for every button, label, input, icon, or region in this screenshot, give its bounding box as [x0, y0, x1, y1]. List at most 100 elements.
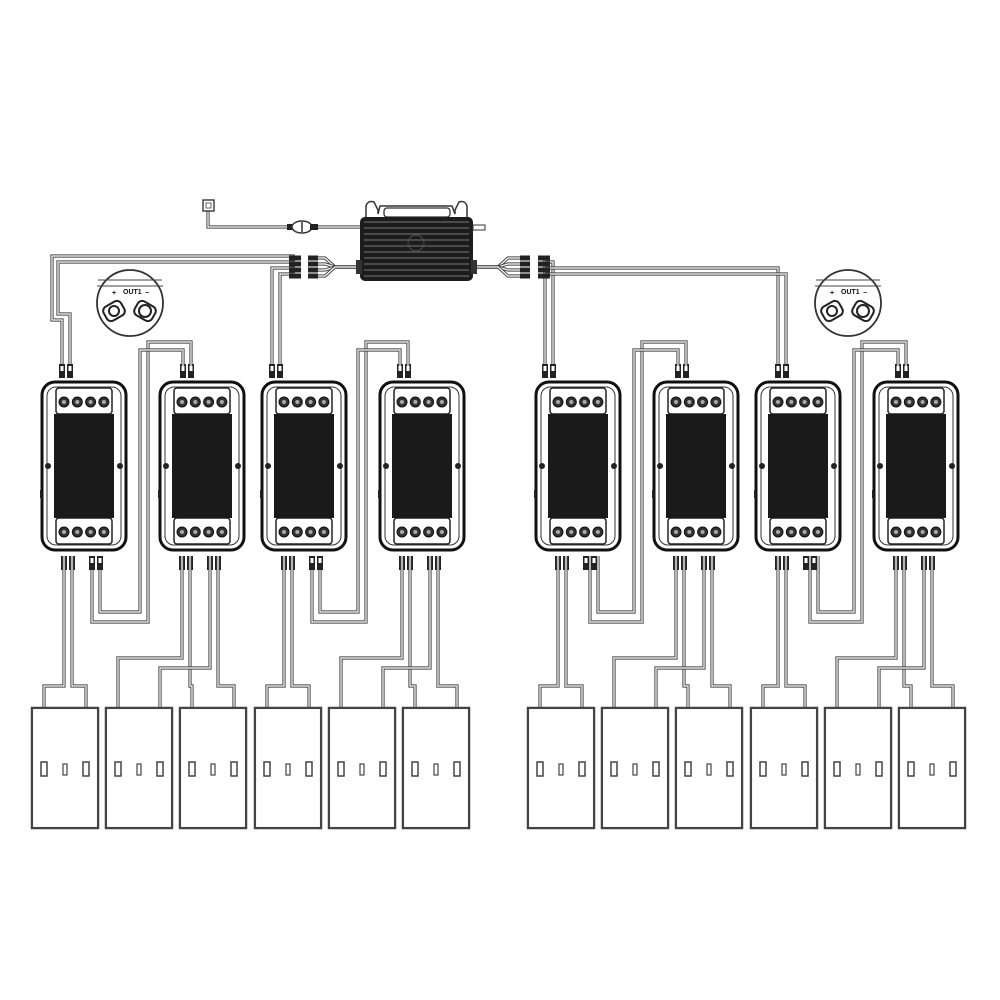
out1-label: OUT1	[123, 289, 142, 296]
mount-hole	[117, 463, 123, 469]
panel-terminal	[263, 761, 271, 777]
controller-display-panel	[54, 414, 114, 518]
panel-terminal	[536, 761, 544, 777]
panel-terminal	[632, 763, 638, 776]
mount-hole	[383, 463, 389, 469]
mount-hole	[831, 463, 837, 469]
mount-hole	[235, 463, 241, 469]
panel-terminal	[379, 761, 387, 777]
panel-terminal	[706, 763, 712, 776]
screw-head	[426, 400, 431, 404]
plus-label: +	[112, 290, 116, 297]
link-cable	[588, 340, 688, 624]
mc4-connector	[308, 267, 318, 273]
controller-display-panel	[666, 414, 726, 518]
panel-terminal	[652, 761, 660, 777]
cable-outline	[206, 211, 290, 229]
screw-head	[802, 400, 807, 404]
mc4-connector	[308, 273, 318, 279]
output-terminal-callout-left: + OUT1 −	[96, 269, 164, 337]
screw-head	[321, 400, 326, 404]
panel-terminal	[40, 761, 48, 777]
charge-controller-6	[652, 380, 740, 552]
screw-head	[219, 530, 224, 534]
solar-panel-7	[526, 706, 596, 830]
panel-terminal	[855, 763, 861, 776]
screw-head	[426, 530, 431, 534]
controller-display-panel	[172, 414, 232, 518]
connector-highlight	[551, 366, 555, 371]
side-port	[378, 490, 380, 498]
ac-cable	[206, 211, 290, 229]
panel-terminal	[610, 761, 618, 777]
screw-head	[219, 400, 224, 404]
cable-core	[545, 273, 787, 366]
panel-terminal	[759, 761, 767, 777]
panel-terminal	[156, 761, 164, 777]
connector-highlight	[812, 558, 816, 563]
screw-head	[88, 400, 93, 404]
connector-highlight	[543, 366, 547, 371]
mount-hole	[45, 463, 51, 469]
screw-head	[894, 530, 898, 534]
cable-core	[311, 341, 409, 623]
panel-terminal	[558, 763, 564, 776]
mc4-connector	[289, 261, 301, 267]
screw-head	[62, 400, 66, 404]
connector-highlight	[896, 366, 900, 371]
out1-label: OUT1	[841, 289, 860, 296]
screw-head	[180, 400, 184, 404]
charge-controller-3	[260, 380, 348, 552]
screw-head	[569, 400, 574, 404]
microinverter	[356, 200, 486, 281]
charge-controller-5	[534, 380, 622, 552]
solar-panel-8	[600, 706, 670, 830]
cooling-fins	[364, 221, 469, 277]
screw-head	[920, 400, 925, 404]
screw-head	[556, 400, 560, 404]
trunk-cable	[50, 254, 295, 366]
screw-head	[815, 400, 820, 404]
screw-head	[413, 400, 418, 404]
trunk-cable	[545, 266, 780, 366]
connector-highlight	[904, 366, 908, 371]
screw-head	[933, 400, 938, 404]
panel-terminal	[411, 761, 419, 777]
cable-core	[477, 266, 520, 277]
connector-highlight	[776, 366, 780, 371]
dc-lead-right	[477, 265, 520, 278]
ac-plug	[202, 199, 215, 212]
connector-highlight	[804, 558, 808, 563]
mc4-connector	[520, 273, 530, 279]
mc4-connector	[538, 273, 550, 279]
side-port	[158, 490, 160, 498]
screw-head	[75, 530, 80, 534]
screw-head	[933, 530, 938, 534]
panel-terminal	[453, 761, 461, 777]
solar-panels	[30, 706, 967, 830]
mc4-connector	[538, 255, 550, 261]
link-cable	[816, 348, 900, 614]
solar-panel-4	[253, 706, 323, 830]
charge-controller-7	[754, 380, 842, 552]
mount-hole	[337, 463, 343, 469]
panel-frame-core	[256, 709, 320, 827]
mc4-connector	[289, 267, 301, 273]
panel-terminal	[359, 763, 365, 776]
panel-frame-core	[826, 709, 890, 827]
cable-core	[279, 273, 295, 366]
mc4-connector	[520, 255, 530, 261]
screw-head	[439, 530, 444, 534]
cable-core	[91, 341, 192, 623]
panel-terminal	[188, 761, 196, 777]
positive-terminal-icon	[820, 299, 844, 323]
screw-head	[907, 530, 912, 534]
screw-head	[569, 530, 574, 534]
connector-highlight	[68, 366, 72, 371]
dc-lead-left	[316, 265, 356, 278]
solar-panel-9	[674, 706, 744, 830]
screw-head	[400, 400, 404, 404]
mount-hole	[729, 463, 735, 469]
cable-core	[271, 267, 295, 366]
panel-terminal	[136, 763, 142, 776]
